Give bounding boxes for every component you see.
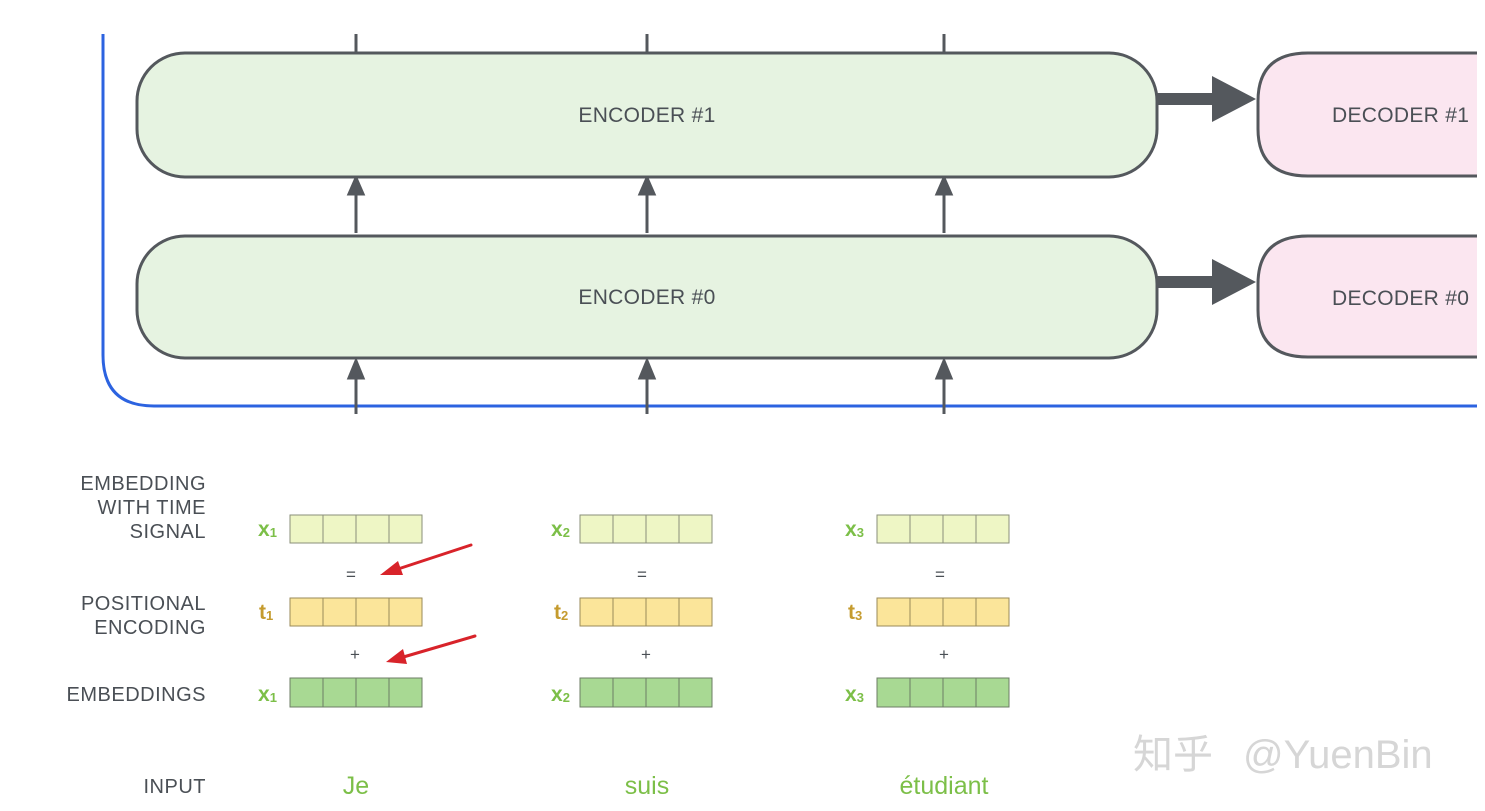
embedding-vector (289, 677, 423, 708)
time-signal-vector (876, 514, 1010, 544)
column-3: x3 = t3 + x3 étudiant (845, 514, 1010, 800)
encoder-0-label: ENCODER #0 (578, 286, 715, 309)
watermark-brand: 知乎 (1133, 733, 1213, 777)
plus-sign: + (641, 645, 651, 664)
watermark-handle: @YuenBin (1243, 733, 1433, 777)
watermark: 知乎 @YuenBin (1133, 733, 1433, 777)
input-word: étudiant (900, 772, 989, 800)
row-label-positional-encoding: POSITIONAL ENCODING (81, 593, 206, 639)
decoder-1-label: DECODER #1 (1332, 104, 1469, 127)
encoder-1-label: ENCODER #1 (578, 104, 715, 127)
row-label-line: WITH TIME (97, 497, 206, 519)
equals-sign: = (346, 565, 356, 584)
positional-symbol: t1 (259, 601, 273, 624)
embedding-vector (876, 677, 1010, 708)
time-signal-symbol: x1 (258, 518, 277, 541)
positional-vector (289, 597, 423, 627)
input-word: suis (625, 772, 669, 800)
time-signal-vector (579, 514, 713, 544)
embedding-symbol: x1 (258, 683, 277, 706)
encoder-stack-border (101, 34, 1477, 408)
column-2: x2 = t2 + x2 suis (551, 514, 713, 800)
time-signal-vector (289, 514, 423, 544)
row-label-input: INPUT (144, 776, 207, 798)
embedding-vector (579, 677, 713, 708)
encoder-0: ENCODER #0 (135, 234, 1159, 360)
positional-symbol: t2 (554, 601, 568, 624)
time-signal-symbol: x3 (845, 518, 864, 541)
decoder-1: DECODER #1 (1256, 51, 1477, 178)
row-label-embeddings: EMBEDDINGS (67, 684, 206, 706)
annotation-arrow-equals (380, 543, 473, 575)
column-1: x1 = t1 + x1 Je (258, 514, 423, 800)
row-label-line: ENCODING (94, 617, 206, 639)
row-label-line: INPUT (144, 776, 207, 798)
encoder-to-decoder-arrow-0 (1157, 259, 1256, 305)
row-label-embedding-time-signal: EMBEDDING WITH TIME SIGNAL (80, 473, 206, 543)
embedding-symbol: x3 (845, 683, 864, 706)
plus-sign: + (350, 645, 360, 664)
positional-vector (579, 597, 713, 627)
embedding-symbol: x2 (551, 683, 570, 706)
encoder-to-decoder-arrow-1 (1157, 76, 1256, 122)
equals-sign: = (637, 565, 647, 584)
decoder-0-label: DECODER #0 (1332, 287, 1469, 310)
input-word: Je (343, 772, 369, 800)
positional-symbol: t3 (848, 601, 862, 624)
row-label-line: SIGNAL (130, 521, 206, 543)
decoder-0: DECODER #0 (1256, 234, 1477, 359)
row-label-line: EMBEDDING (80, 473, 206, 495)
positional-vector (876, 597, 1010, 627)
row-label-line: POSITIONAL (81, 593, 206, 615)
encoder-1: ENCODER #1 (135, 51, 1159, 179)
plus-sign: + (939, 645, 949, 664)
equals-sign: = (935, 565, 945, 584)
row-label-line: EMBEDDINGS (67, 684, 206, 706)
encoder-connectors (346, 34, 954, 414)
annotation-arrow-plus (386, 634, 477, 664)
time-signal-symbol: x2 (551, 518, 570, 541)
